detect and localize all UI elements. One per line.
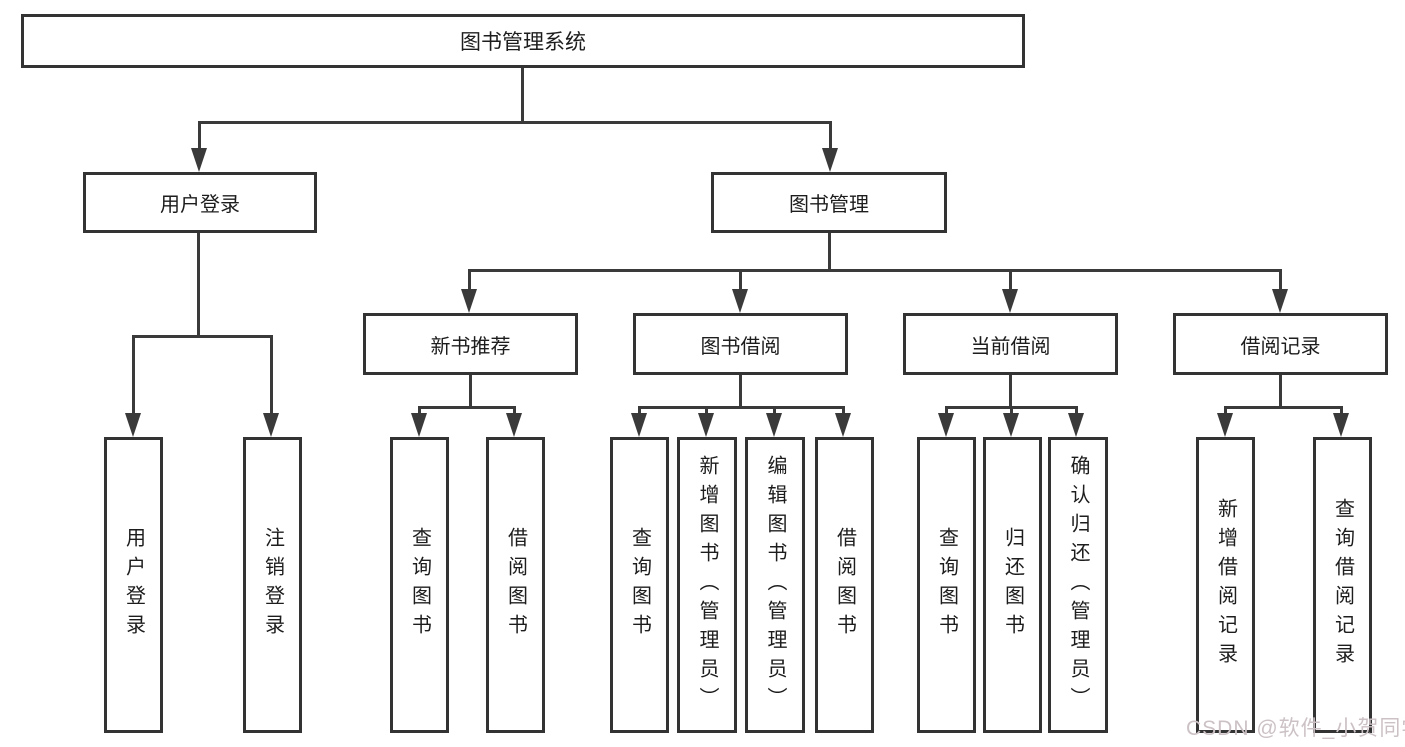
leaf-query-books: 查询图书 (610, 437, 669, 733)
node-current-borrow: 当前借阅 (903, 313, 1118, 375)
connector-g5-drop-2 (1340, 406, 1343, 418)
connector-g5-drop-1 (1224, 406, 1227, 418)
connector-g4-stem (1009, 373, 1012, 408)
node-book-management: 图书管理 (711, 172, 947, 233)
connector-g2-drop-2 (513, 406, 516, 418)
connector-l1-drop-right (829, 121, 832, 153)
connector-root-stem (521, 66, 524, 123)
arrowhead-icon (1333, 413, 1349, 437)
leaf-confirm-return-admin: 确认归还（管理员） (1048, 437, 1108, 733)
leaf-borrow-books: 借阅图书 (486, 437, 545, 733)
leaf-user-login: 用户登录 (104, 437, 163, 733)
connector-g4-drop-3 (1075, 406, 1078, 418)
connector-g3-drop-1 (638, 406, 641, 418)
leaf-label: 新增借阅记录 (1214, 498, 1237, 672)
connector-g5-stem (1279, 373, 1282, 408)
arrowhead-icon (766, 413, 782, 437)
leaf-label: 查询图书 (408, 527, 431, 643)
arrowhead-icon (1002, 289, 1018, 313)
connector-g2-stem (469, 373, 472, 408)
leaf-label: 确认归还（管理员） (1067, 454, 1089, 716)
leaf-label: 查询借阅记录 (1331, 498, 1354, 672)
leaf-label: 注销登录 (261, 527, 284, 643)
connector-g2-hbar (418, 406, 516, 409)
connector-g3-stem (739, 373, 742, 408)
node-borrow-record: 借阅记录 (1173, 313, 1388, 375)
connector-g3-drop-3 (773, 406, 776, 418)
arrowhead-icon (506, 413, 522, 437)
connector-g1-stem (197, 231, 200, 337)
arrowhead-icon (1272, 289, 1288, 313)
leaf-return-books: 归还图书 (983, 437, 1042, 733)
leaf-label: 借阅图书 (833, 527, 856, 643)
arrowhead-icon (732, 289, 748, 313)
connector-l2-drop-3 (1009, 269, 1012, 295)
arrowhead-icon (631, 413, 647, 437)
node-book-borrow: 图书借阅 (633, 313, 848, 375)
arrowhead-icon (1068, 413, 1084, 437)
arrowhead-icon (191, 148, 207, 172)
connector-l2-drop-2 (739, 269, 742, 295)
arrowhead-icon (1217, 413, 1233, 437)
leaf-label: 新增图书（管理员） (696, 454, 718, 716)
leaf-query-borrow-record: 查询借阅记录 (1313, 437, 1372, 733)
leaf-add-book-admin: 新增图书（管理员） (677, 437, 737, 733)
leaf-edit-book-admin: 编辑图书（管理员） (745, 437, 805, 733)
node-root: 图书管理系统 (21, 14, 1025, 68)
arrowhead-icon (1003, 413, 1019, 437)
connector-g3-drop-4 (842, 406, 845, 418)
connector-g3-drop-2 (705, 406, 708, 418)
arrowhead-icon (125, 413, 141, 437)
node-user-login: 用户登录 (83, 172, 317, 233)
connector-l2-drop-4 (1279, 269, 1282, 295)
connector-l2-drop-1 (468, 269, 471, 295)
leaf-borrow-books: 借阅图书 (815, 437, 874, 733)
csdn-watermark: CSDN @软件_小贺同学 (1186, 717, 1405, 740)
connector-g1-drop-2 (270, 335, 273, 417)
arrowhead-icon (461, 289, 477, 313)
leaf-label: 查询图书 (628, 527, 651, 643)
connector-l2-stem (828, 231, 831, 271)
connector-l1-drop-left (198, 121, 201, 153)
leaf-query-books: 查询图书 (917, 437, 976, 733)
arrowhead-icon (822, 148, 838, 172)
connector-g3-hbar (638, 406, 845, 409)
leaf-label: 编辑图书（管理员） (764, 454, 786, 716)
leaf-query-books: 查询图书 (390, 437, 449, 733)
connector-g1-drop-1 (132, 335, 135, 417)
connector-g4-drop-2 (1010, 406, 1013, 418)
arrowhead-icon (411, 413, 427, 437)
arrowhead-icon (938, 413, 954, 437)
leaf-label: 查询图书 (935, 527, 958, 643)
connector-l1-hbar (198, 121, 832, 124)
node-new-book-recommend: 新书推荐 (363, 313, 578, 375)
arrowhead-icon (835, 413, 851, 437)
leaf-label: 归还图书 (1001, 527, 1024, 643)
arrowhead-icon (263, 413, 279, 437)
connector-g2-drop-1 (418, 406, 421, 418)
connector-g4-drop-1 (945, 406, 948, 418)
arrowhead-icon (698, 413, 714, 437)
leaf-logout: 注销登录 (243, 437, 302, 733)
leaf-label: 借阅图书 (504, 527, 527, 643)
connector-g1-hbar (132, 335, 273, 338)
leaf-label: 用户登录 (122, 527, 145, 643)
connector-g5-hbar (1224, 406, 1343, 409)
connector-l2-hbar (468, 269, 1281, 272)
leaf-add-borrow-record: 新增借阅记录 (1196, 437, 1255, 733)
